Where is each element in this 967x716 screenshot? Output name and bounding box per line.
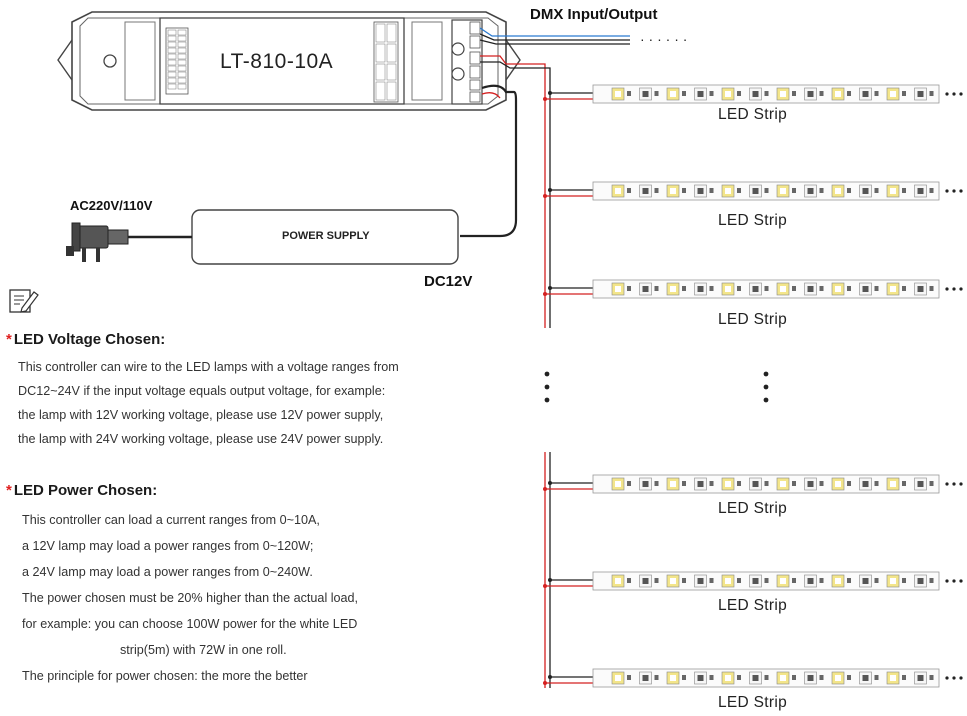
strip-label: LED Strip: [718, 597, 788, 614]
dmx-wires: · · · · · ·: [479, 27, 687, 47]
section-title: LED Voltage Chosen:: [13, 331, 166, 348]
power-supply-label: POWER SUPPLY: [282, 230, 370, 242]
section-line: The principle for power chosen: the more…: [22, 669, 308, 683]
section-line: a 12V lamp may load a power ranges from …: [22, 539, 314, 553]
section-line: This controller can wire to the LED lamp…: [18, 360, 399, 374]
led-strip: [543, 181, 963, 201]
section-line: This controller can load a current range…: [22, 513, 320, 527]
section-line: the lamp with 12V working voltage, pleas…: [18, 408, 384, 422]
note-pencil-icon: [9, 289, 39, 313]
ellipsis-right-icon: [763, 371, 769, 403]
led-strip: [543, 474, 963, 494]
strip-label: LED Strip: [718, 212, 788, 229]
led-strip: [543, 668, 963, 688]
ellipsis-left-icon: [544, 371, 550, 403]
star-marker: *: [6, 482, 12, 499]
section-line: DC12~24V if the input voltage equals out…: [18, 384, 386, 398]
controller-model: LT-810-10A: [220, 50, 334, 73]
ac-label: AC220V/110V: [70, 198, 153, 213]
power-plug-icon: [66, 222, 192, 262]
svg-text:· · · · · ·: · · · · · ·: [640, 31, 687, 47]
strip-label: LED Strip: [718, 500, 788, 517]
section-heading: *LED Voltage Chosen:: [6, 331, 165, 348]
led-strip: [543, 84, 963, 104]
led-strips: [543, 84, 963, 688]
section-line: for example: you can choose 100W power f…: [22, 617, 358, 631]
led-strip: [543, 279, 963, 299]
output-bus: [480, 55, 551, 688]
strip-label: LED Strip: [718, 694, 788, 711]
strip-label: LED Strip: [718, 311, 788, 328]
section-title: LED Power Chosen:: [13, 482, 158, 499]
section-line: the lamp with 24V working voltage, pleas…: [18, 432, 384, 446]
section-heading: *LED Power Chosen:: [6, 482, 157, 499]
strip-label: LED Strip: [718, 106, 788, 123]
controller: [57, 11, 521, 111]
dmx-label: DMX Input/Output: [530, 6, 658, 23]
dc-wires: [460, 84, 518, 238]
section-line: a 24V lamp may load a power ranges from …: [22, 565, 313, 579]
star-marker: *: [6, 331, 12, 348]
led-strip: [543, 571, 963, 591]
section-line: The power chosen must be 20% higher than…: [22, 591, 359, 605]
dc-label: DC12V: [424, 273, 473, 290]
section-line: strip(5m) with 72W in one roll.: [120, 643, 287, 657]
